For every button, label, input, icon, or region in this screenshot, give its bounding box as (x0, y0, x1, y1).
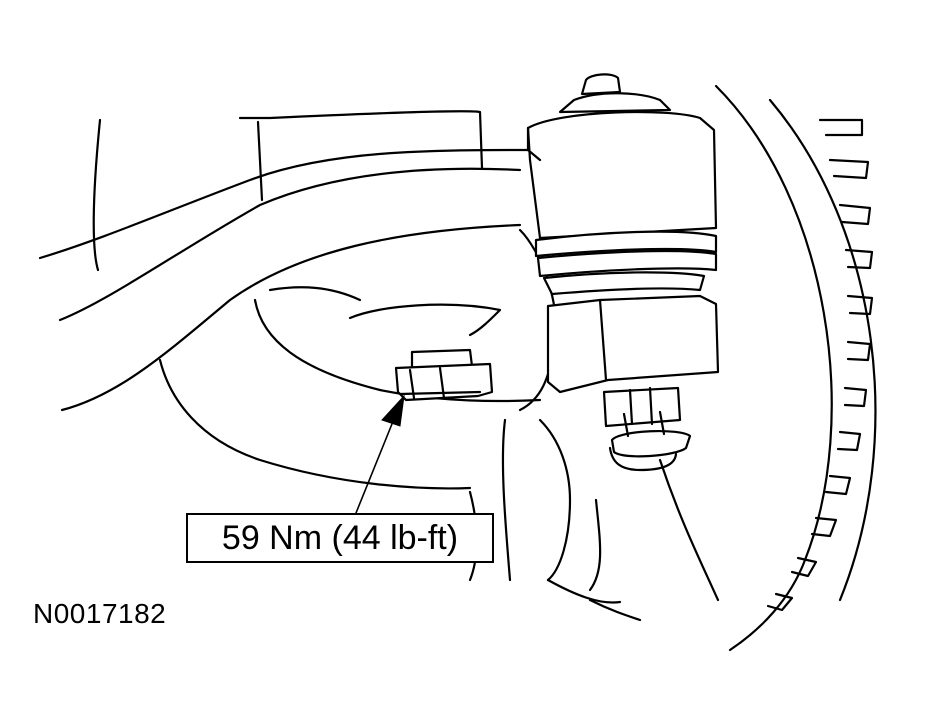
ball-joint (526, 73, 720, 472)
leader-arrow (355, 394, 405, 514)
figure-id: N0017182 (33, 598, 167, 629)
nut (394, 348, 494, 402)
torque-label: 59 Nm (44 lb-ft) (221, 518, 459, 557)
brake-rotor (714, 84, 877, 652)
torque-callout: 59 Nm (44 lb-ft) (186, 513, 494, 563)
